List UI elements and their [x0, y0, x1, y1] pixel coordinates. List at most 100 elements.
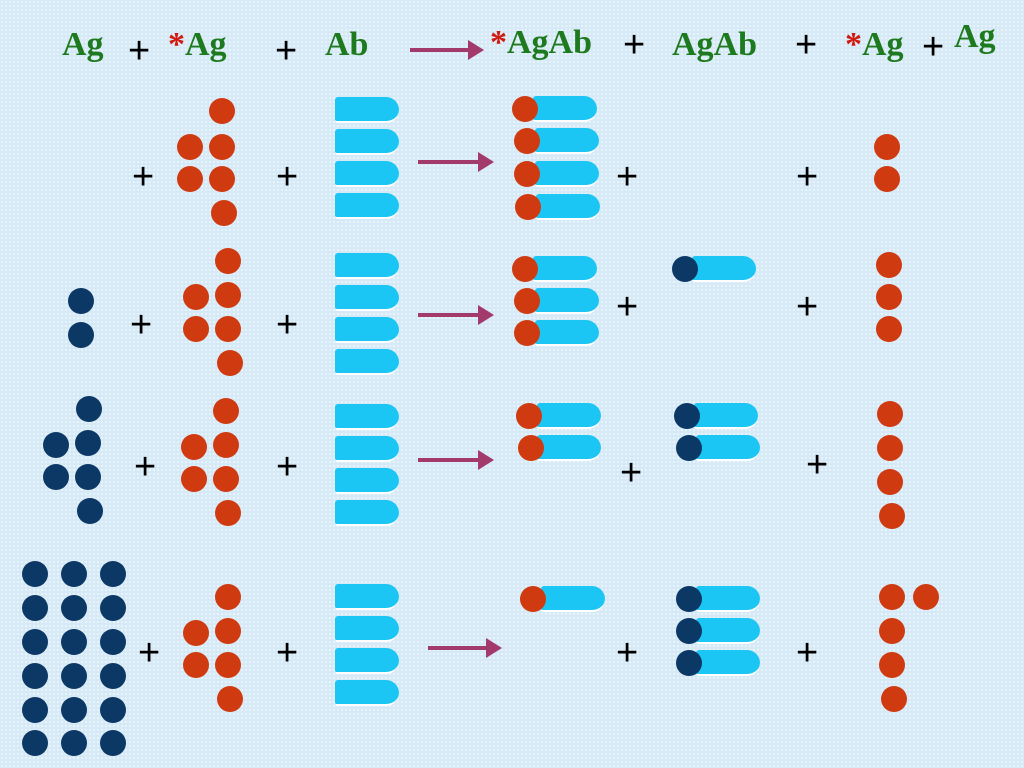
bound-labeled-antigen: [512, 96, 538, 122]
labeled-antigen: [215, 500, 241, 526]
labeled-antigen: [217, 686, 243, 712]
antibody: [335, 349, 399, 375]
unlabeled-antigen: [100, 595, 126, 621]
antibody: [696, 618, 760, 644]
free-labeled-antigen: [874, 166, 900, 192]
unlabeled-antigen: [100, 730, 126, 756]
unlabeled-antigen: [22, 697, 48, 723]
free-labeled-antigen: [877, 469, 903, 495]
bound-labeled-antigen: [514, 288, 540, 314]
unlabeled-antigen: [22, 595, 48, 621]
header-plus-3: +: [623, 24, 646, 66]
plus-sign: +: [620, 452, 643, 494]
bound-unlabeled-antigen: [672, 256, 698, 282]
antibody: [335, 317, 399, 343]
antibody: [692, 256, 756, 282]
labeled-antigen: [183, 652, 209, 678]
antibody: [335, 285, 399, 311]
labeled-antigen: [215, 618, 241, 644]
free-labeled-antigen: [879, 503, 905, 529]
labeled-antigen: [183, 316, 209, 342]
plus-sign: +: [138, 632, 161, 674]
antibody: [335, 97, 399, 123]
plus-sign: +: [616, 286, 639, 328]
labeled-antigen: [209, 134, 235, 160]
plus-sign: +: [134, 446, 157, 488]
antibody: [335, 436, 399, 462]
bound-labeled-antigen: [516, 403, 542, 429]
unlabeled-antigen: [22, 561, 48, 587]
labeled-antigen: [215, 652, 241, 678]
unlabeled-antigen: [75, 464, 101, 490]
unlabeled-antigen: [100, 663, 126, 689]
antibody: [335, 404, 399, 430]
antibody: [541, 586, 605, 612]
reaction-arrow: [418, 305, 494, 325]
plus-sign: +: [796, 156, 819, 198]
free-labeled-antigen: [877, 401, 903, 427]
antibody: [335, 193, 399, 219]
reaction-arrow: [428, 638, 502, 658]
header-labeled-agab: *AgAb: [490, 24, 593, 61]
labeled-antigen: [213, 466, 239, 492]
free-labeled-antigen: [876, 284, 902, 310]
labeled-antigen: [213, 398, 239, 424]
unlabeled-antigen: [100, 629, 126, 655]
unlabeled-antigen: [22, 730, 48, 756]
antibody: [335, 648, 399, 674]
antibody: [536, 194, 600, 220]
bound-unlabeled-antigen: [676, 435, 702, 461]
antibody: [335, 129, 399, 155]
bound-unlabeled-antigen: [674, 403, 700, 429]
label-star: *: [845, 26, 862, 63]
unlabeled-antigen: [22, 629, 48, 655]
header-arrow: [410, 40, 484, 60]
antibody: [535, 320, 599, 346]
free-labeled-antigen: [913, 584, 939, 610]
bound-labeled-antigen: [514, 161, 540, 187]
labeled-antigen: [209, 98, 235, 124]
header-plus-5: +: [922, 26, 945, 68]
free-labeled-antigen: [881, 686, 907, 712]
antibody: [335, 161, 399, 187]
antibody: [533, 256, 597, 282]
plus-sign: +: [276, 304, 299, 346]
labeled-antigen: [183, 284, 209, 310]
unlabeled-antigen: [22, 663, 48, 689]
header-plus-2: +: [275, 30, 298, 72]
header-ab: Ab: [325, 26, 369, 63]
labeled-antigen: [213, 432, 239, 458]
labeled-antigen: [215, 316, 241, 342]
unlabeled-antigen: [100, 697, 126, 723]
plus-sign: +: [796, 632, 819, 674]
free-labeled-antigen: [874, 134, 900, 160]
unlabeled-antigen: [61, 595, 87, 621]
plus-sign: +: [276, 156, 299, 198]
antibody: [335, 680, 399, 706]
antibody: [335, 584, 399, 610]
labeled-antigen: [215, 584, 241, 610]
free-labeled-antigen: [876, 316, 902, 342]
plus-sign: +: [616, 156, 639, 198]
labeled-antigen: [181, 434, 207, 460]
plus-sign: +: [796, 286, 819, 328]
unlabeled-antigen: [61, 730, 87, 756]
bound-labeled-antigen: [514, 128, 540, 154]
labeled-antigen: [215, 248, 241, 274]
labeled-antigen: [209, 166, 235, 192]
unlabeled-antigen: [43, 464, 69, 490]
antibody: [535, 288, 599, 314]
labeled-antigen: [181, 466, 207, 492]
free-labeled-antigen: [879, 652, 905, 678]
unlabeled-antigen: [76, 396, 102, 422]
header-agab: AgAb: [672, 26, 758, 63]
header-plus-4: +: [795, 24, 818, 66]
plus-sign: +: [276, 632, 299, 674]
bound-unlabeled-antigen: [676, 586, 702, 612]
free-labeled-antigen: [879, 618, 905, 644]
unlabeled-antigen: [77, 498, 103, 524]
plus-sign: +: [806, 444, 829, 486]
plus-sign: +: [130, 304, 153, 346]
header-labeled-ag-free: *Ag: [845, 26, 904, 63]
